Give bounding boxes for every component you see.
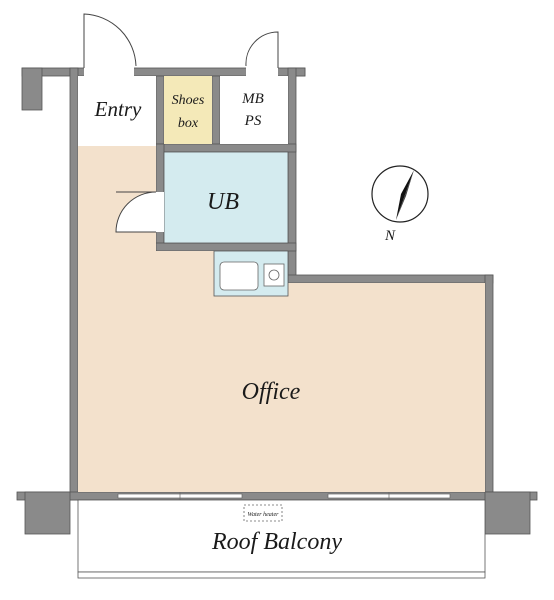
shoes-box-area — [164, 76, 212, 144]
wall-bottom — [16, 491, 538, 501]
ub-door-gap — [156, 192, 164, 232]
entry-floor — [78, 76, 156, 146]
wall-ub-top — [155, 143, 297, 153]
windows — [117, 492, 451, 500]
entry-label: Entry — [94, 97, 142, 121]
sink-icon — [219, 261, 259, 291]
wall-right — [484, 274, 494, 501]
shoes-box-label-2: box — [178, 116, 199, 131]
mb-ps-area — [220, 76, 288, 144]
shoes-box-label: Shoes — [172, 93, 205, 108]
office-label: Office — [242, 379, 301, 405]
wall-step — [287, 274, 494, 284]
wall-pillar-bottom-right — [484, 491, 531, 535]
compass-label: N — [384, 228, 396, 244]
burner-icon — [268, 269, 280, 281]
balcony-label: Roof Balcony — [211, 529, 342, 555]
wall-left — [69, 67, 79, 501]
wall-shoes-left — [155, 75, 165, 147]
wall-pillar-top-left — [21, 67, 43, 111]
entry-door-gap — [84, 66, 134, 76]
water-heater — [243, 504, 283, 522]
wall-right-upper — [287, 67, 297, 291]
north-arrow-icon: N — [371, 165, 429, 244]
roof-balcony — [77, 499, 486, 573]
ub-door-swing — [115, 191, 157, 233]
wall-ub-bottom — [155, 242, 297, 252]
unit-bath — [163, 151, 289, 244]
office-floor-right — [288, 283, 485, 492]
mb-door-swing — [245, 31, 279, 68]
stove-icon — [263, 263, 285, 287]
water-heater-label: Water heater — [248, 512, 280, 518]
mb-label: MB — [241, 91, 264, 107]
ub-label: UB — [207, 189, 239, 215]
entry-door-swing — [83, 13, 137, 68]
ps-label: PS — [244, 113, 262, 129]
mb-door-gap — [246, 66, 278, 76]
wall-pillar-bottom-left — [24, 491, 71, 535]
balcony-rail — [77, 571, 486, 579]
wall-mb-left — [211, 75, 221, 147]
